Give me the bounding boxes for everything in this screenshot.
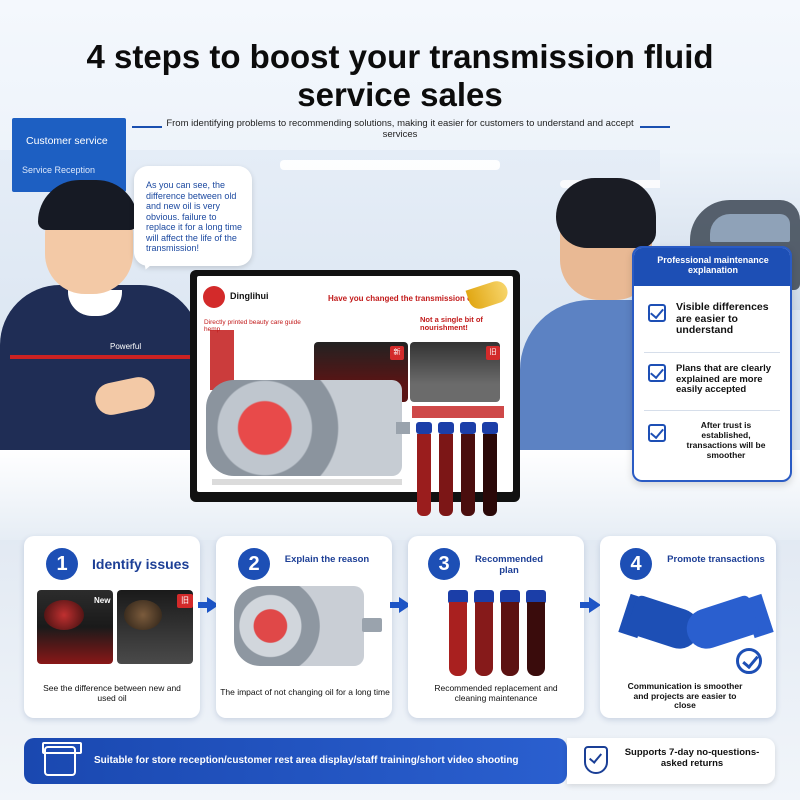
- reception-sign-subtitle: Service Reception: [22, 165, 96, 175]
- service-advisor-stripe: [10, 355, 190, 359]
- checkbox-icon: [648, 364, 666, 382]
- used-oil-badge: 旧: [177, 594, 193, 608]
- step-title-2: Explain the reason: [284, 554, 370, 565]
- step-number-3: 3: [428, 548, 460, 580]
- page-title: 4 steps to boost your transmission fluid…: [86, 38, 714, 113]
- step-caption-1: See the difference between new and used …: [43, 683, 181, 703]
- step-title-4: Promote transactions: [667, 554, 765, 565]
- service-advisor-hair: [38, 180, 138, 230]
- transmission-illustration: [234, 586, 364, 666]
- brand-logo-icon: [203, 286, 225, 308]
- new-oil-dish: [44, 600, 84, 630]
- page-subtitle: From identifying problems to recommendin…: [166, 118, 634, 140]
- info-item-label: After trust is established, transactions…: [686, 420, 766, 460]
- display-stand-icon: [42, 742, 82, 776]
- checkbox-icon: [648, 424, 666, 442]
- tube-cap: [482, 422, 498, 434]
- tube-cap: [526, 590, 546, 604]
- ceiling-light: [280, 160, 500, 170]
- step-title-3: Recommended plan: [474, 554, 544, 576]
- info-item-label: Plans that are clearly explained are mor…: [676, 363, 772, 395]
- shield-check-icon: [584, 746, 608, 774]
- used-oil-dish: [124, 600, 162, 630]
- step-caption-3: Recommended replacement and cleaning mai…: [434, 683, 558, 703]
- board-footnote: [212, 479, 402, 485]
- step-title-1: Identify issues: [92, 556, 190, 572]
- customer-hair: [556, 178, 656, 248]
- tube-cap: [416, 422, 432, 434]
- board-old-badge: 旧: [486, 346, 500, 360]
- footer-banner: [24, 738, 567, 784]
- arrow-icon: [589, 597, 601, 613]
- board-red-note: Directly printed beauty care guide hemp: [204, 319, 301, 333]
- checkbox-icon: [648, 304, 666, 322]
- reception-sign-title: Customer service: [26, 135, 108, 147]
- footer-guarantee-text: Supports 7-day no-questions-asked return…: [624, 747, 760, 769]
- board-transmission-illustration: [206, 380, 402, 476]
- footer-usage-text: Suitable for store reception/customer re…: [94, 755, 519, 766]
- check-circle-icon: [736, 648, 762, 674]
- tube-cap: [500, 590, 520, 604]
- new-oil-label: New: [94, 596, 111, 605]
- oil-tube: [527, 602, 545, 676]
- car-window: [710, 214, 790, 242]
- info-panel-header: [634, 248, 790, 286]
- info-item-label: Visible differences are easier to unders…: [676, 301, 769, 336]
- tube-cap: [474, 590, 494, 604]
- subtitle-rule-left: [132, 126, 162, 128]
- arrow-icon: [580, 602, 590, 608]
- step-caption-2: The impact of not changing oil for a lon…: [220, 687, 390, 697]
- step-number-2: 2: [238, 548, 270, 580]
- subtitle-rule-right: [640, 126, 670, 128]
- board-question: Have you changed the transmission oil?: [328, 294, 482, 303]
- oil-tube: [439, 434, 453, 516]
- board-nourish-note: Not a single bit of nourishment!: [420, 315, 483, 332]
- speech-bubble: [134, 166, 252, 266]
- info-panel-title: Professional maintenance explanation: [657, 255, 769, 275]
- step-number-1: 1: [46, 548, 78, 580]
- arrow-icon: [390, 602, 400, 608]
- transmission-shaft: [362, 618, 382, 632]
- oil-tube: [501, 602, 519, 676]
- oil-tube: [461, 434, 475, 516]
- oil-tube: [483, 434, 497, 516]
- step-caption-4: Communication is smoother and projects a…: [627, 681, 743, 710]
- board-old-oil-photo: [410, 342, 500, 402]
- tube-cap: [448, 590, 468, 604]
- board-brand: Dinglihui: [230, 291, 269, 301]
- arrow-icon: [198, 602, 208, 608]
- tube-cap: [438, 422, 454, 434]
- oil-tube: [417, 434, 431, 516]
- board-transmission-shaft: [396, 422, 410, 434]
- step-number-4: 4: [620, 548, 652, 580]
- board-warning-band: [412, 406, 504, 418]
- reception-sign: [12, 118, 126, 192]
- info-divider: [644, 352, 780, 353]
- uniform-badge: Powerful: [110, 342, 142, 351]
- tube-cap: [460, 422, 476, 434]
- oil-tube: [449, 602, 467, 676]
- board-new-badge: 新: [390, 346, 404, 360]
- info-divider: [644, 410, 780, 411]
- oil-tube: [475, 602, 493, 676]
- speech-bubble-text: As you can see, the difference between o…: [146, 180, 243, 253]
